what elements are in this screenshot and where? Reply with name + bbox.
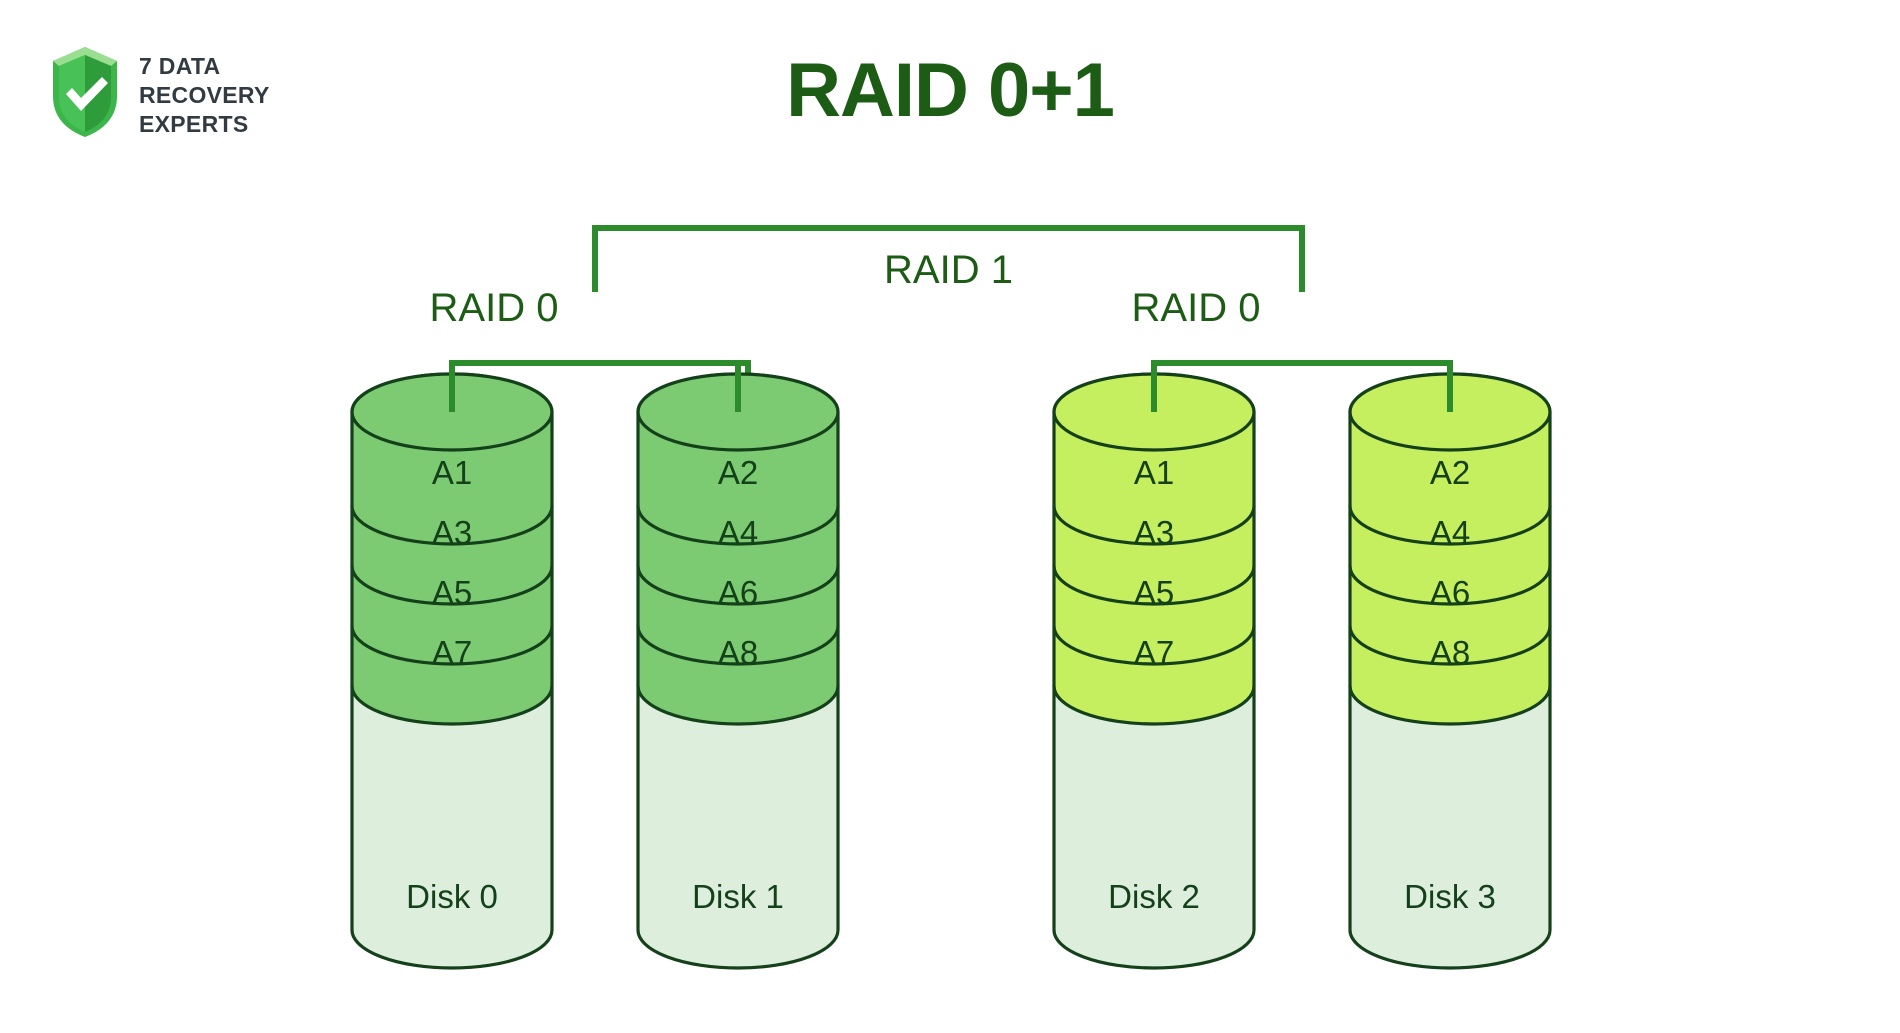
disk-block-divider: [1348, 564, 1552, 606]
disk-block-label: A2: [718, 454, 758, 491]
disk-block-label: A6: [718, 574, 758, 611]
disk-block-divider: [1348, 504, 1552, 546]
raid0-label-right: RAID 0: [1132, 286, 1261, 330]
disk-block-label: A2: [1430, 454, 1470, 491]
shield-check-icon: [53, 47, 117, 137]
disk-block-divider: [1052, 564, 1256, 606]
disk-block-label: A1: [432, 454, 472, 491]
disk-block-divider: [350, 624, 554, 666]
disk-block-label: A6: [1430, 574, 1470, 611]
disk-used-body: [352, 374, 552, 724]
raid1-group-connector: RAID 1: [592, 225, 1305, 292]
disk-name-label: Disk 0: [406, 878, 498, 915]
disk-block-label: A5: [432, 574, 472, 611]
brand-logo: 7 DATA RECOVERY EXPERTS: [45, 44, 325, 149]
disk-block-divider: [1052, 684, 1256, 726]
disk-block-label: A8: [718, 634, 758, 671]
disk-block-divider: [1348, 684, 1552, 726]
disk-block-divider: [636, 504, 840, 546]
disk-name-label: Disk 2: [1108, 878, 1200, 915]
disk-block-label: A3: [1134, 514, 1174, 551]
raid0-label-left: RAID 0: [430, 286, 559, 330]
disk-block-label: A7: [1134, 634, 1174, 671]
disk-name-label: Disk 1: [692, 878, 784, 915]
disk-block-divider: [636, 564, 840, 606]
disk-block-label: A5: [1134, 574, 1174, 611]
brand-logo-text: 7 DATA RECOVERY EXPERTS: [139, 53, 270, 137]
disk-block-label: A4: [718, 514, 758, 551]
page-title: RAID 0+1: [786, 48, 1115, 133]
disk-block-label: A8: [1430, 634, 1470, 671]
disk-block-divider: [1052, 504, 1256, 546]
disk-block-label: A3: [432, 514, 472, 551]
disk-block-divider: [636, 684, 840, 726]
disk-block-divider: [350, 564, 554, 606]
disk-block-divider: [1052, 624, 1256, 666]
disk-block-divider: [350, 684, 554, 726]
raid1-bracket: [592, 225, 1305, 292]
disk-used-body: [1350, 374, 1550, 724]
disk-block-label: A4: [1430, 514, 1470, 551]
raid0-group-connectors: RAID 0 RAID 0: [430, 286, 1453, 412]
disk-block-divider: [350, 504, 554, 546]
check-glyph: [66, 77, 108, 111]
disk-name-label: Disk 3: [1404, 878, 1496, 915]
disk-block-divider: [636, 624, 840, 666]
disk-block-label: A1: [1134, 454, 1174, 491]
disk-used-body: [1054, 374, 1254, 724]
raid1-label: RAID 1: [884, 248, 1013, 292]
disk-used-body: [638, 374, 838, 724]
disk-block-label: A7: [432, 634, 472, 671]
disk-block-divider: [1348, 624, 1552, 666]
